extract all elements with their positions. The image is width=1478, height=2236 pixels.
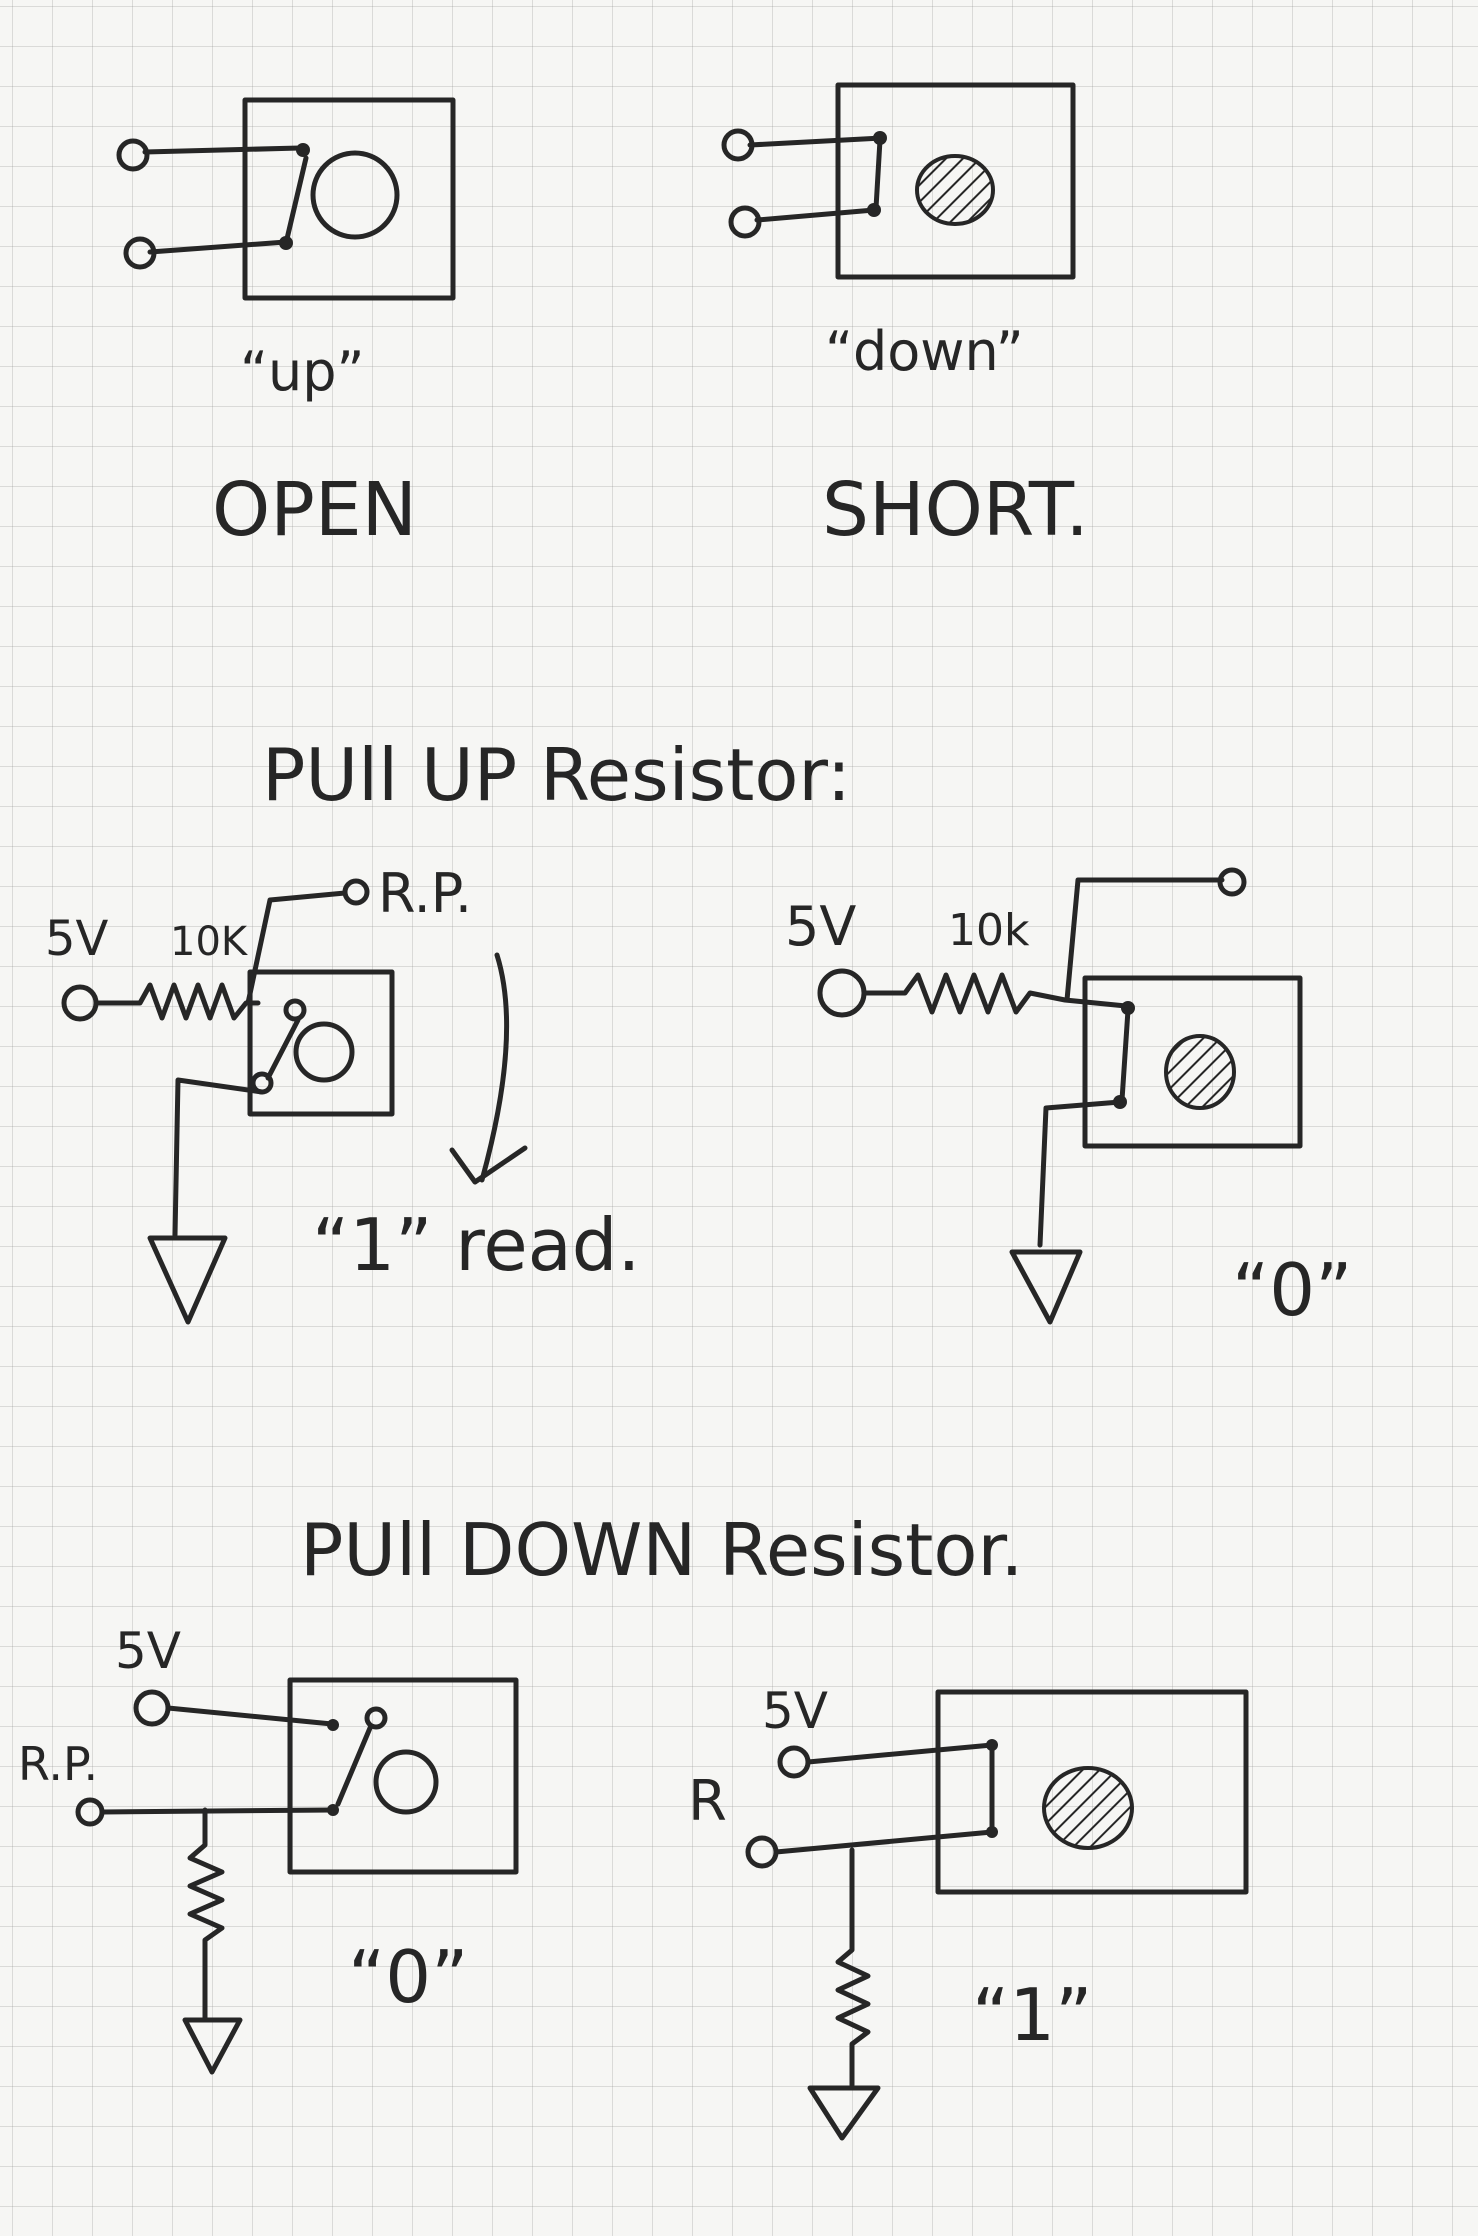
pull-up-left-resistor: 10K	[170, 919, 249, 965]
switch-up-open: “up” OPEN	[116, 97, 456, 553]
source-terminal-icon	[133, 1689, 171, 1727]
ground-icon	[807, 2085, 881, 2141]
arrow-icon	[449, 952, 528, 1185]
resistor-icon	[187, 1807, 225, 2023]
pull-up-left-reading: “1” read.	[312, 1203, 640, 1287]
pull-up-right-reading: “0”	[1232, 1248, 1352, 1332]
readpin-terminal-icon	[745, 1835, 779, 1869]
switch-closed-box	[935, 1689, 1249, 1895]
pull-up-right-resistor: 10k	[948, 905, 1030, 956]
caption-down: “down”	[825, 320, 1024, 383]
pull-down-left-pin: R.P.	[18, 1737, 98, 1791]
pull-up-heading: PUll UP Resistor:	[262, 733, 851, 817]
switch-closed-box	[1082, 975, 1303, 1149]
pull-up-right-circuit: 5V 10k “0”	[785, 867, 1352, 1332]
state-short-label: SHORT.	[822, 467, 1089, 553]
ground-icon	[147, 1235, 228, 1325]
pull-down-right-circuit: 5V R “1”	[688, 1682, 1249, 2141]
pull-up-right-voltage: 5V	[785, 895, 856, 958]
switch-open-box	[287, 1677, 519, 1875]
state-open-label: OPEN	[212, 467, 417, 553]
readpin-terminal-icon	[1217, 867, 1247, 897]
resistor-icon	[861, 972, 1129, 1015]
pull-down-right-voltage: 5V	[762, 1682, 828, 1740]
resistor-icon	[835, 1847, 871, 2088]
resistor-icon	[93, 982, 261, 1021]
source-terminal-icon	[777, 1745, 811, 1779]
switch-open-box	[247, 969, 395, 1117]
readpin-terminal-icon	[75, 1797, 105, 1827]
pull-up-left-voltage: 5V	[45, 911, 109, 967]
pull-down-left-voltage: 5V	[115, 1622, 181, 1680]
source-terminal-icon	[817, 968, 867, 1018]
pull-down-right-reading: “1”	[972, 1973, 1092, 2057]
pull-down-right-pin: R	[688, 1769, 727, 1834]
pull-down-heading: PUll DOWN Resistor.	[300, 1508, 1023, 1592]
caption-up: “up”	[240, 340, 364, 403]
pull-down-left-circuit: 5V R.P. “0”	[18, 1622, 519, 2075]
switch-down-short: “down” SHORT.	[721, 82, 1089, 553]
readpin-terminal-icon	[342, 878, 370, 906]
pull-down-left-reading: “0”	[348, 1935, 468, 2019]
ground-icon	[182, 2017, 243, 2075]
pull-up-left-circuit: 5V 10K R.P. “1” read.	[45, 862, 640, 1325]
source-terminal-icon	[61, 984, 99, 1022]
pull-up-left-pin: R.P.	[378, 862, 472, 925]
ground-icon	[1009, 1249, 1083, 1325]
